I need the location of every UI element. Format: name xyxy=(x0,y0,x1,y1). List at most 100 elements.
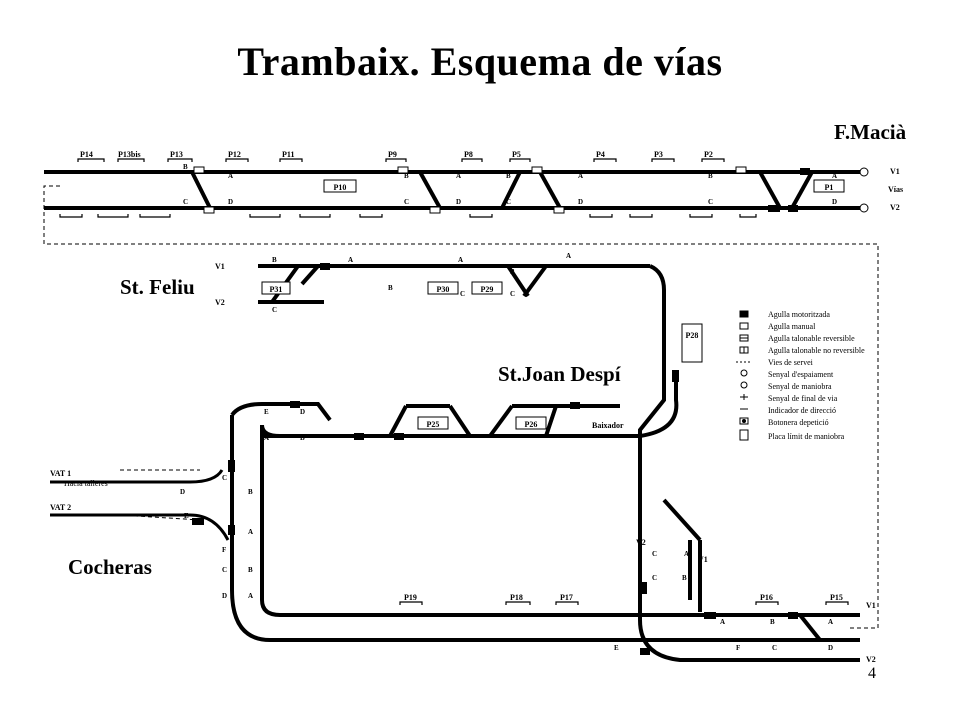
box-frames xyxy=(261,179,845,430)
legend-label: Vies de servei xyxy=(768,358,814,367)
switch-letter: A xyxy=(828,618,833,626)
track-label-v2: V2 xyxy=(636,538,646,547)
platforms-bottom-bars xyxy=(399,601,849,605)
switch-letter: A xyxy=(458,256,463,264)
legend-label: Agulla manual xyxy=(768,322,816,331)
switch-letter: B xyxy=(770,618,775,626)
switch-letter: E xyxy=(184,512,189,520)
switch-letter: D xyxy=(578,198,583,206)
switch-letter: B xyxy=(506,172,511,180)
switch-letter: A xyxy=(456,172,461,180)
platform-label: P18 xyxy=(510,593,523,602)
switch-letter: C xyxy=(506,198,511,206)
legend-label: Agulla talonable reversible xyxy=(768,334,855,343)
switch-letter: A xyxy=(566,252,571,260)
platform-label: P16 xyxy=(760,593,773,602)
legend-label: Agulla motoritzada xyxy=(768,310,830,319)
legend-label: Senyal de final de via xyxy=(768,394,838,403)
page-number: 4 xyxy=(868,665,876,682)
platform-label: P3 xyxy=(654,150,663,159)
motor-switches-stfeliu xyxy=(320,263,330,270)
switch-letter: D xyxy=(228,198,233,206)
platform-label: P15 xyxy=(830,593,843,602)
switch-letter: A xyxy=(684,550,689,558)
legend-label: Botonera depetició xyxy=(768,418,829,427)
switch-letter: F xyxy=(222,546,226,554)
switch-letter: B xyxy=(510,268,515,276)
legend-label: Indicador de direcció xyxy=(768,406,836,415)
track-label-v2: V2 xyxy=(890,203,900,212)
switch-letter: F xyxy=(736,644,740,652)
switch-letter: C xyxy=(652,574,657,582)
service-track xyxy=(43,185,879,629)
manual-switches-top xyxy=(193,166,747,214)
track-label-v2: V2 xyxy=(866,655,876,664)
baixador-label: Baixador xyxy=(592,421,624,430)
switch-letter: C xyxy=(708,198,713,206)
switch-letter: A xyxy=(264,434,269,442)
switch-letter: D xyxy=(832,198,837,206)
switch-letter: A xyxy=(578,172,583,180)
platform-label: P11 xyxy=(282,150,294,159)
box-label: P30 xyxy=(437,285,450,294)
switch-letter: B xyxy=(388,284,393,292)
switch-letter: A xyxy=(720,618,725,626)
track-label-v2: V2 xyxy=(215,298,225,307)
platform-label: P12 xyxy=(228,150,241,159)
switch-letter: B xyxy=(248,566,253,574)
switch-markers-top xyxy=(768,168,810,212)
track-label-v1: V1 xyxy=(866,601,876,610)
switch-letter: E xyxy=(614,644,619,652)
switch-letter: B xyxy=(272,256,277,264)
platform-label: P2 xyxy=(704,150,713,159)
track-label-v1: V1 xyxy=(698,555,708,564)
switch-letter: A xyxy=(248,592,253,600)
depot-label-vat1: VAT 1 xyxy=(50,469,71,478)
box-label: P31 xyxy=(270,285,283,294)
legend-label: Agulla talonable no reversible xyxy=(768,346,865,355)
platform-label: P17 xyxy=(560,593,573,602)
switch-letter: C xyxy=(510,290,515,298)
legend-symbols xyxy=(736,310,752,441)
switch-letter: A xyxy=(832,172,837,180)
platform-label: P5 xyxy=(512,150,521,159)
switch-letter: C xyxy=(772,644,777,652)
box-label: P25 xyxy=(427,420,440,429)
box-label: P1 xyxy=(825,183,834,192)
page-title: Trambaix. Esquema de vías xyxy=(237,39,723,84)
platform-label: P9 xyxy=(388,150,397,159)
switch-letter: C xyxy=(183,198,188,206)
switch-letter: C xyxy=(222,474,227,482)
track-central xyxy=(230,380,860,642)
motor-switches-central xyxy=(192,370,798,655)
switch-letter: B xyxy=(300,434,305,442)
box-label: P26 xyxy=(525,420,538,429)
switch-letter: D xyxy=(180,488,185,496)
box-label: P29 xyxy=(481,285,494,294)
platform-label: P14 xyxy=(80,150,93,159)
switch-letter: C xyxy=(652,550,657,558)
legend-labels: Agulla motoritzada Agulla manual Agulla … xyxy=(768,310,865,441)
station-label-cocheras: Cocheras xyxy=(68,555,152,579)
crossovers-top xyxy=(190,171,814,209)
legend-label: Senyal d'espaiament xyxy=(768,370,834,379)
depot-label-vat1-sub: Hacia talleres xyxy=(64,479,108,488)
box-label: P10 xyxy=(334,183,347,192)
switch-letter: D xyxy=(300,408,305,416)
platform-label: P13bis xyxy=(118,150,141,159)
switch-letter: B xyxy=(682,574,687,582)
depot-label-vat2: VAT 2 xyxy=(50,503,71,512)
switch-letter: B xyxy=(404,172,409,180)
station-label-stjoan: St.Joan Despí xyxy=(498,362,621,386)
end-signals-top xyxy=(859,167,869,213)
track-label-v1: V1 xyxy=(890,167,900,176)
legend-label: Senyal de maniobra xyxy=(768,382,832,391)
platform-label: P13 xyxy=(170,150,183,159)
switch-letter: D xyxy=(456,198,461,206)
track-right-branch xyxy=(638,498,860,662)
switch-letter: D xyxy=(828,644,833,652)
platform-label: P8 xyxy=(464,150,473,159)
switch-letter: B xyxy=(248,488,253,496)
switch-letter: A xyxy=(348,256,353,264)
